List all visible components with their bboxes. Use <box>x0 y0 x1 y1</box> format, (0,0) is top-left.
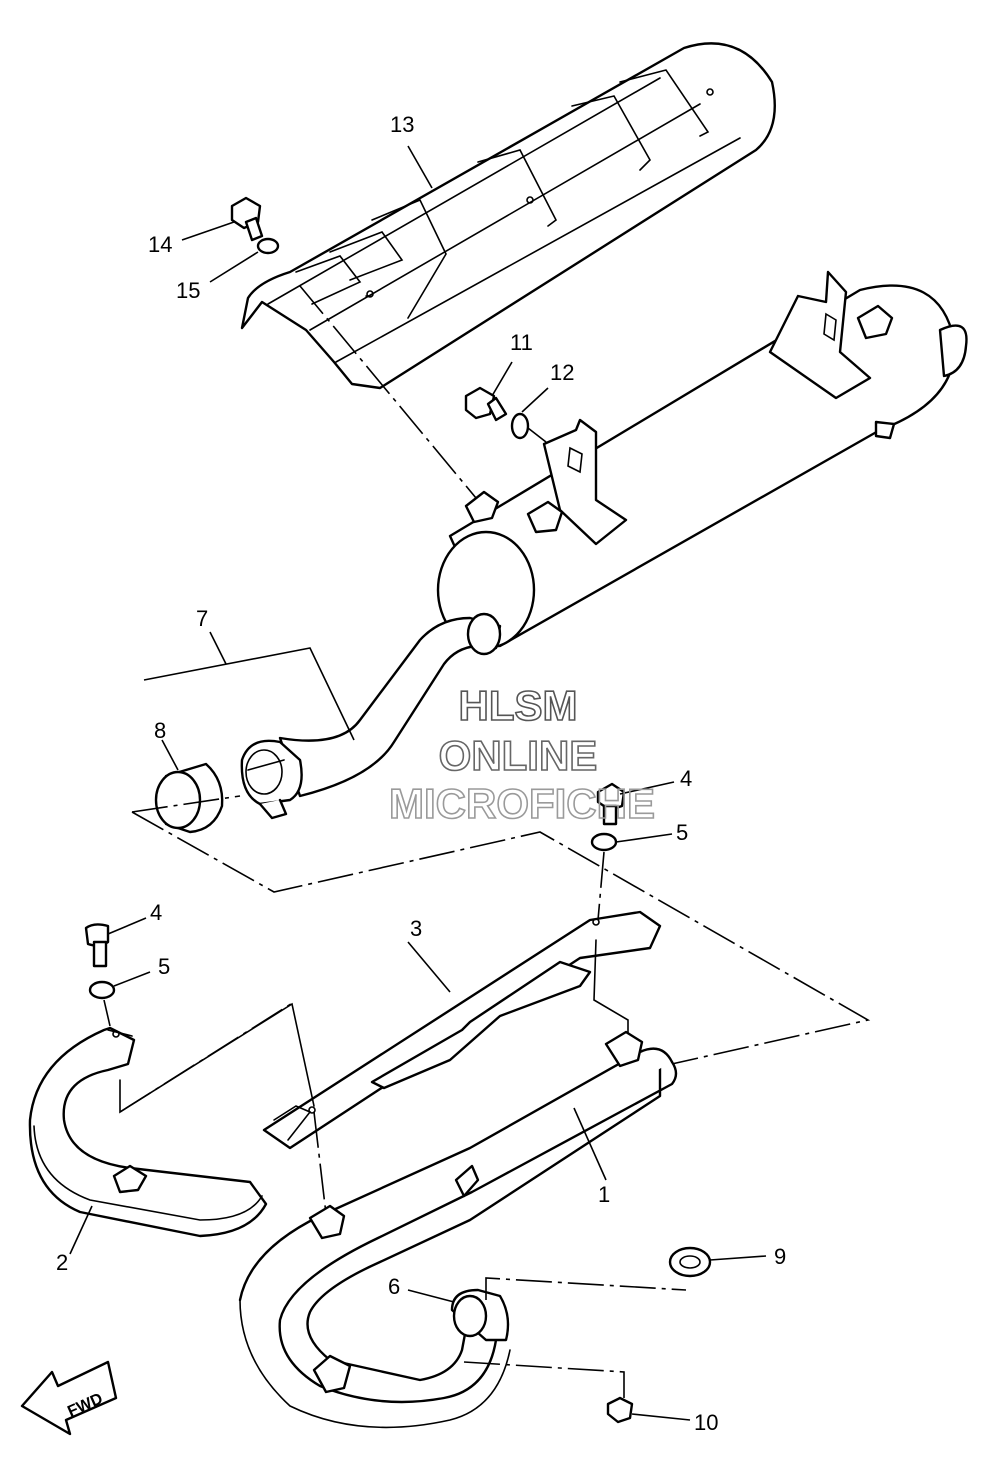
callout-10: 10 <box>694 1410 718 1435</box>
callout-4-right: 4 <box>680 766 692 791</box>
callout-7: 7 <box>196 606 208 631</box>
guard-part-2 <box>28 999 315 1255</box>
callout-13: 13 <box>390 112 414 137</box>
callout-14: 14 <box>148 232 172 257</box>
bolt-part-11 <box>464 361 513 422</box>
assembly-chain-line <box>131 811 871 1069</box>
leader-14 <box>181 221 235 241</box>
washer-part-5-right <box>590 832 673 852</box>
gasket-part-8 <box>154 739 224 834</box>
fwd-arrow-icon: FWD <box>20 1360 118 1436</box>
callout-9: 9 <box>774 1244 786 1269</box>
protector-part-3 <box>262 851 662 1150</box>
washer-part-15 <box>256 237 280 255</box>
watermark-line-1: HLSM <box>459 682 578 729</box>
bolt-part-4-left <box>84 917 147 968</box>
bolt-part-14 <box>230 196 264 242</box>
callout-15: 15 <box>176 278 200 303</box>
callout-11: 11 <box>510 330 533 355</box>
callout-4-left: 4 <box>150 900 162 925</box>
leader-15 <box>209 251 259 283</box>
watermark: HLSM ONLINE MICROFICHE <box>388 681 656 828</box>
callout-2: 2 <box>56 1250 68 1275</box>
callout-1: 1 <box>598 1182 610 1207</box>
callout-12: 12 <box>550 360 574 385</box>
washer-part-5-left <box>88 971 151 1000</box>
watermark-line-3: MICROFICHE <box>389 780 655 827</box>
heat-protector-part-13 <box>240 42 776 499</box>
exhaust-pipe-part-1 <box>238 1030 678 1429</box>
callout-8: 8 <box>154 718 166 743</box>
nut-part-10 <box>463 1361 691 1424</box>
leader-13 <box>407 145 433 189</box>
callout-3: 3 <box>410 916 422 941</box>
washer-part-12 <box>510 387 549 443</box>
callout-6: 6 <box>388 1274 400 1299</box>
callout-5-right: 5 <box>676 820 688 845</box>
gasket-part-6 <box>407 1289 455 1303</box>
bolt-part-4-right <box>596 781 675 826</box>
assembly-chain-line-2 <box>131 795 241 813</box>
watermark-line-2: ONLINE <box>439 732 598 779</box>
callout-5-left: 5 <box>158 954 170 979</box>
muffler-part-7 <box>143 270 968 820</box>
gasket-part-9 <box>485 1246 767 1300</box>
